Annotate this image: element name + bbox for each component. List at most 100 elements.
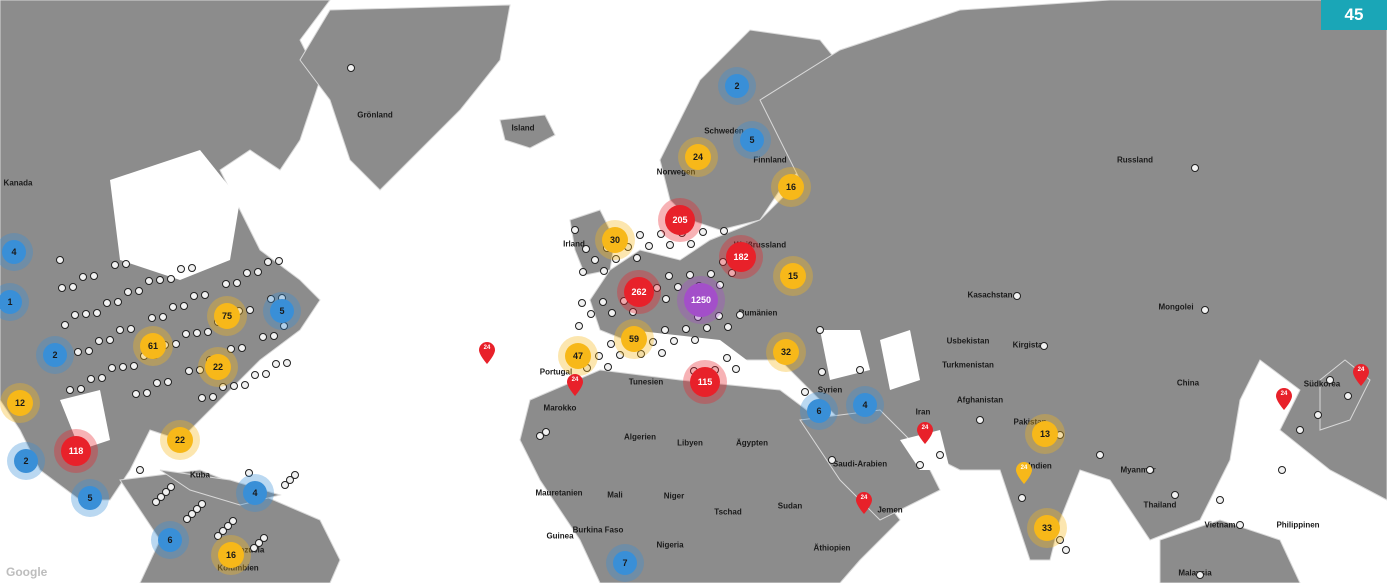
location-dot[interactable] <box>119 363 127 371</box>
location-dot[interactable] <box>661 326 669 334</box>
location-dot[interactable] <box>130 362 138 370</box>
location-dot[interactable] <box>193 329 201 337</box>
location-dot[interactable] <box>260 534 268 542</box>
location-dot[interactable] <box>66 386 74 394</box>
location-dot[interactable] <box>976 416 984 424</box>
location-dot[interactable] <box>74 348 82 356</box>
location-dot[interactable] <box>157 493 165 501</box>
marker-cluster-purple[interactable]: 1250 <box>677 276 725 324</box>
marker-cluster-blue[interactable]: 4 <box>236 474 274 512</box>
location-dot[interactable] <box>670 337 678 345</box>
marker-cluster-yellow[interactable]: 16 <box>771 167 811 207</box>
location-dot[interactable] <box>153 379 161 387</box>
location-dot[interactable] <box>82 310 90 318</box>
location-pin[interactable]: 24 <box>1276 388 1292 410</box>
location-dot[interactable] <box>246 306 254 314</box>
location-dot[interactable] <box>108 364 116 372</box>
location-dot[interactable] <box>662 295 670 303</box>
location-pin[interactable]: 24 <box>567 374 583 396</box>
marker-cluster-yellow[interactable]: 13 <box>1025 414 1065 454</box>
location-dot[interactable] <box>723 354 731 362</box>
location-dot[interactable] <box>148 314 156 322</box>
location-dot[interactable] <box>136 466 144 474</box>
marker-cluster-blue[interactable]: 7 <box>606 544 644 582</box>
location-dot[interactable] <box>636 231 644 239</box>
location-dot[interactable] <box>604 363 612 371</box>
location-dot[interactable] <box>936 451 944 459</box>
marker-cluster-yellow[interactable]: 15 <box>773 256 813 296</box>
location-dot[interactable] <box>665 272 673 280</box>
location-dot[interactable] <box>262 370 270 378</box>
location-dot[interactable] <box>77 385 85 393</box>
location-dot[interactable] <box>599 298 607 306</box>
marker-cluster-yellow[interactable]: 30 <box>595 220 635 260</box>
location-dot[interactable] <box>167 275 175 283</box>
location-dot[interactable] <box>275 257 283 265</box>
location-dot[interactable] <box>286 476 294 484</box>
marker-cluster-blue[interactable]: 4 <box>846 386 884 424</box>
location-dot[interactable] <box>283 359 291 367</box>
marker-cluster-yellow[interactable]: 47 <box>558 336 598 376</box>
location-dot[interactable] <box>116 326 124 334</box>
location-dot[interactable] <box>85 347 93 355</box>
location-dot[interactable] <box>264 258 272 266</box>
location-dot[interactable] <box>185 367 193 375</box>
location-dot[interactable] <box>1344 392 1352 400</box>
location-dot[interactable] <box>272 360 280 368</box>
location-dot[interactable] <box>111 261 119 269</box>
marker-cluster-red[interactable]: 262 <box>617 270 661 314</box>
location-dot[interactable] <box>818 368 826 376</box>
location-dot[interactable] <box>188 510 196 518</box>
location-dot[interactable] <box>233 279 241 287</box>
location-dot[interactable] <box>229 517 237 525</box>
location-dot[interactable] <box>222 280 230 288</box>
location-pin[interactable]: 24 <box>1353 364 1369 386</box>
location-dot[interactable] <box>347 64 355 72</box>
location-dot[interactable] <box>167 483 175 491</box>
location-dot[interactable] <box>93 309 101 317</box>
location-dot[interactable] <box>270 332 278 340</box>
marker-cluster-red[interactable]: 118 <box>54 429 98 473</box>
marker-cluster-yellow[interactable]: 33 <box>1027 508 1067 548</box>
location-dot[interactable] <box>219 527 227 535</box>
location-dot[interactable] <box>143 389 151 397</box>
marker-cluster-yellow[interactable]: 75 <box>207 296 247 336</box>
location-dot[interactable] <box>87 375 95 383</box>
marker-cluster-red[interactable]: 205 <box>658 198 702 242</box>
location-dot[interactable] <box>58 284 66 292</box>
location-dot[interactable] <box>145 277 153 285</box>
marker-cluster-blue[interactable]: 5 <box>733 121 771 159</box>
location-dot[interactable] <box>169 303 177 311</box>
location-dot[interactable] <box>243 269 251 277</box>
marker-cluster-yellow[interactable]: 22 <box>160 420 200 460</box>
location-dot[interactable] <box>162 488 170 496</box>
location-dot[interactable] <box>582 245 590 253</box>
marker-cluster-yellow[interactable]: 32 <box>766 332 806 372</box>
location-dot[interactable] <box>159 313 167 321</box>
location-dot[interactable] <box>578 299 586 307</box>
location-dot[interactable] <box>56 256 64 264</box>
location-dot[interactable] <box>1196 571 1204 579</box>
location-dot[interactable] <box>536 432 544 440</box>
location-dot[interactable] <box>571 226 579 234</box>
location-dot[interactable] <box>1040 342 1048 350</box>
location-dot[interactable] <box>251 371 259 379</box>
location-dot[interactable] <box>190 292 198 300</box>
location-dot[interactable] <box>736 311 744 319</box>
location-dot[interactable] <box>164 378 172 386</box>
location-dot[interactable] <box>1013 292 1021 300</box>
location-dot[interactable] <box>127 325 135 333</box>
location-dot[interactable] <box>71 311 79 319</box>
location-dot[interactable] <box>1096 451 1104 459</box>
location-dot[interactable] <box>201 291 209 299</box>
location-dot[interactable] <box>658 349 666 357</box>
location-dot[interactable] <box>1062 546 1070 554</box>
location-dot[interactable] <box>633 254 641 262</box>
location-dot[interactable] <box>79 273 87 281</box>
location-dot[interactable] <box>281 481 289 489</box>
marker-cluster-yellow[interactable]: 61 <box>133 326 173 366</box>
location-dot[interactable] <box>114 298 122 306</box>
location-dot[interactable] <box>90 272 98 280</box>
location-dot[interactable] <box>645 242 653 250</box>
location-dot[interactable] <box>916 461 924 469</box>
